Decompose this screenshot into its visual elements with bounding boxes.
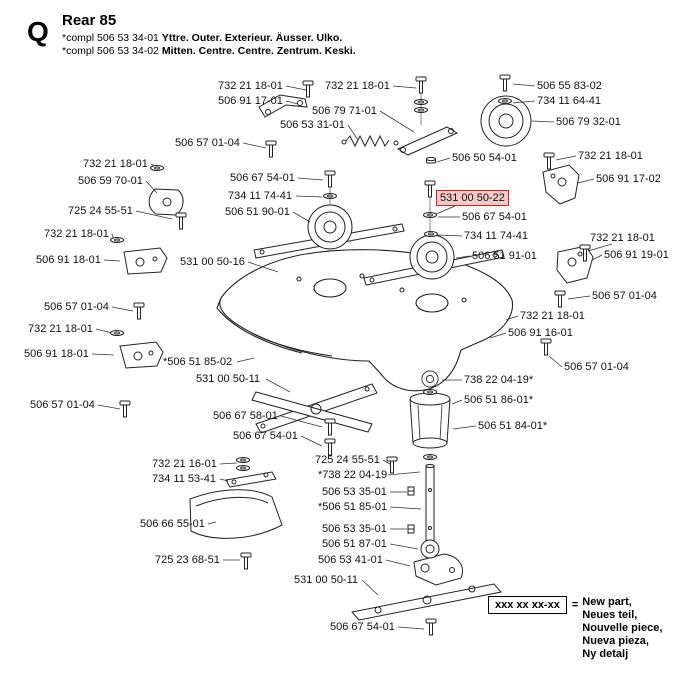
part-label[interactable]: 506 50 54-01 [452,152,517,164]
part-label[interactable]: 506 67 58-01 [213,410,278,422]
part-label[interactable]: 732 21 18-01 [83,158,148,170]
part-label[interactable]: 506 67 54-01 [233,430,298,442]
spring [341,134,399,148]
part-label[interactable]: 506 53 31-01 [280,119,345,131]
compl-line-1-number: *compl 506 53 34-01 [62,32,159,44]
part-label[interactable]: *738 22 04-19 [318,469,388,481]
part-label-highlighted[interactable]: 531 00 50-22 [436,190,509,206]
top-left-bracket [258,94,308,118]
part-label[interactable]: 531 00 50-11 [196,373,261,385]
hardware-nuts [426,156,436,164]
part-label[interactable]: 732 21 18-01 [520,310,585,322]
part-label[interactable]: 506 51 84-01* [478,420,548,432]
part-label[interactable]: *506 51 85-02 [163,356,233,368]
part-label[interactable]: 506 91 18-01 [36,254,101,266]
right-pulley [409,234,455,280]
spindle-assembly [409,392,451,547]
part-label[interactable]: 506 66 55-01 [140,518,205,530]
part-label[interactable]: 506 53 41-01 [318,554,383,566]
part-label[interactable]: 506 91 18-01 [24,348,89,360]
legend-text: New part,Neues teil,Nouvelle piece,Nueva… [582,596,662,661]
part-label[interactable]: 506 91 17-02 [596,173,661,185]
part-label[interactable]: 506 51 91-01 [472,250,537,262]
part-label[interactable]: 732 21 18-01 [44,228,109,240]
part-label[interactable]: 734 11 64-41 [537,95,602,107]
part-label[interactable]: 734 11 53-41 [152,473,217,485]
compl-line-2-number: *compl 506 53 34-02 [62,44,159,57]
left-plate-lower [119,341,164,369]
part-label[interactable]: 738 22 04-19* [464,374,534,386]
left-plate-upper [123,247,168,275]
part-label[interactable]: *506 51 85-01 [318,501,388,513]
lower-blade [351,583,502,621]
part-label[interactable]: 506 51 86-01* [464,394,534,406]
part-label[interactable]: 725 24 55-51 [68,205,133,217]
legend-pattern-box: xxx xx xx-xx [488,596,567,614]
legend: xxx xx xx-xx = New part,Neues teil,Nouve… [488,596,662,661]
part-label[interactable]: 506 67 54-01 [230,172,295,184]
part-label[interactable]: 531 00 50-16 [180,256,245,268]
part-label[interactable]: 732 21 18-01 [325,80,390,92]
deflector-plate [189,489,283,539]
part-label[interactable]: 506 55 83-02 [537,80,602,92]
part-label[interactable]: 506 53 35-01 [322,486,387,498]
part-label[interactable]: 732 21 18-01 [28,323,93,335]
right-bracket-lower [556,245,594,284]
part-label[interactable]: 506 57 01-04 [30,399,95,411]
legend-equals-sign: = [571,599,579,611]
lower-bracket [413,553,463,586]
legend-line: Nouvelle piece, [582,622,663,634]
compl-line-1-desc: Yttre. Outer. Exterieur. Äusser. Ulko. [161,32,343,44]
part-label[interactable]: 725 23 68-51 [155,554,220,566]
part-label[interactable]: 732 21 16-01 [152,458,217,470]
idler-pulley [480,95,532,147]
left-hook-bracket [148,188,184,216]
deck-body [216,249,514,392]
legend-line: Neues teil, [582,609,638,621]
part-label[interactable]: 732 21 18-01 [578,150,643,162]
part-label[interactable]: 506 79 71-01 [312,105,377,117]
part-label[interactable]: 506 57 01-04 [564,361,629,373]
part-label[interactable]: 506 57 01-04 [592,290,657,302]
cross-blades [251,383,378,434]
page-title: Rear 85 [62,12,117,29]
legend-line: New part, [582,596,632,608]
part-label[interactable]: 506 51 90-01 [225,206,290,218]
part-label[interactable]: 506 91 19-01 [604,249,669,261]
part-label[interactable]: 506 67 54-01 [330,621,395,633]
part-label[interactable]: 506 53 35-01 [322,523,387,535]
part-label[interactable]: 506 79 32-01 [556,116,621,128]
hardware-bolts [119,74,591,636]
legend-line: Ny detalj [582,648,629,660]
legend-line: Nueva pieza, [582,635,649,647]
left-pulley [307,204,353,250]
tension-lever [396,126,459,156]
part-label[interactable]: 506 57 01-04 [44,301,109,313]
right-bracket-upper [542,164,580,205]
part-label[interactable]: 531 00 50-11 [294,574,359,586]
part-label[interactable]: 506 91 17-01 [218,95,283,107]
part-label[interactable]: 732 21 18-01 [590,232,655,244]
part-label[interactable]: 734 11 74-41 [464,230,529,242]
part-label[interactable]: 506 67 54-01 [462,211,527,223]
part-label[interactable]: 506 91 16-01 [508,327,573,339]
part-label[interactable]: 506 57 01-04 [175,137,240,149]
part-label[interactable]: 725 24 55-51 [315,454,380,466]
part-label[interactable]: 506 51 87-01 [322,538,387,550]
section-letter: Q [27,16,49,47]
flat-bar [225,471,277,488]
compl-line-2-desc: Mitten. Centre. Centre. Zentrum. Keski. [161,44,356,57]
part-label[interactable]: 732 21 18-01 [218,80,283,92]
hardware-clips [407,486,415,534]
part-label[interactable]: 506 59 70-01 [78,175,143,187]
part-label[interactable]: 734 11 74-41 [228,190,293,202]
